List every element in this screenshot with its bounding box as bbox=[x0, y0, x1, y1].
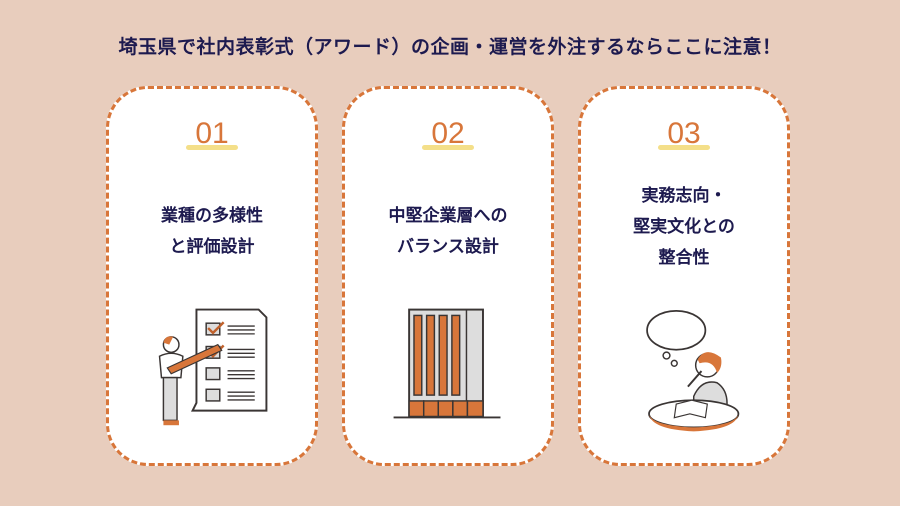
number-highlight bbox=[658, 145, 710, 150]
card-number: 03 bbox=[667, 117, 701, 150]
card-heading: 中堅企業層への バランス設計 bbox=[388, 206, 508, 257]
card-heading: 業種の多様性 と評価設計 bbox=[161, 206, 263, 257]
card-02: 02 中堅企業層への バランス設計 bbox=[342, 86, 554, 466]
card-heading: 実務志向・ 堅実文化との 整合性 bbox=[633, 186, 735, 268]
building-icon bbox=[393, 308, 501, 419]
card-number: 01 bbox=[195, 117, 229, 150]
page-title: 埼玉県で社内表彰式（アワード）の企画・運営を外注するならここに注意！ bbox=[118, 36, 782, 58]
card-03: 03 実務志向・ 堅実文化との 整合性 bbox=[578, 86, 790, 466]
number-highlight bbox=[422, 145, 474, 150]
card-01: 01 業種の多様性 と評価設計 bbox=[106, 86, 318, 466]
number-highlight bbox=[186, 145, 238, 150]
card-number: 02 bbox=[431, 117, 465, 150]
checklist-person-icon bbox=[158, 308, 268, 426]
thinking-person-icon bbox=[646, 309, 740, 432]
